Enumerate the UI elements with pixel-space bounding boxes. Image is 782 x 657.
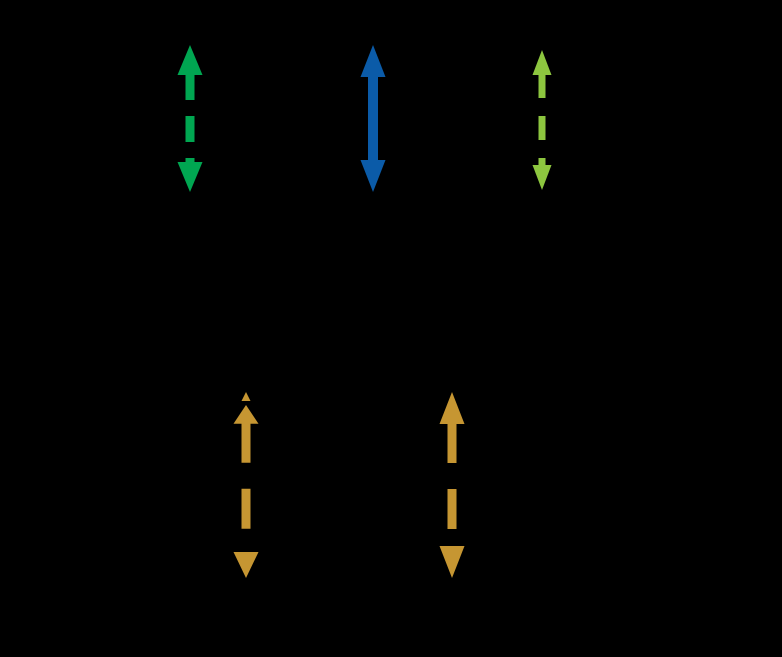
arrowhead-bottom [439, 546, 465, 578]
blue-double-arrow [360, 45, 386, 192]
arrowhead-top [360, 45, 386, 77]
arrowhead-top [233, 405, 259, 424]
arrowhead-top [439, 392, 465, 424]
arrowhead-bottom [233, 552, 259, 578]
green-double-arrow [177, 45, 203, 192]
arrowhead-bottom [532, 165, 552, 190]
orange-double-arrow-left [233, 392, 259, 578]
orange-double-arrow-right [439, 392, 465, 578]
arrowhead-bottom [177, 162, 203, 192]
light-green-double-arrow [532, 50, 552, 190]
arrowhead-top [177, 45, 203, 75]
arrowhead-tip-dash [241, 392, 251, 401]
arrowhead-bottom [360, 160, 386, 192]
arrowhead-top [532, 50, 552, 75]
